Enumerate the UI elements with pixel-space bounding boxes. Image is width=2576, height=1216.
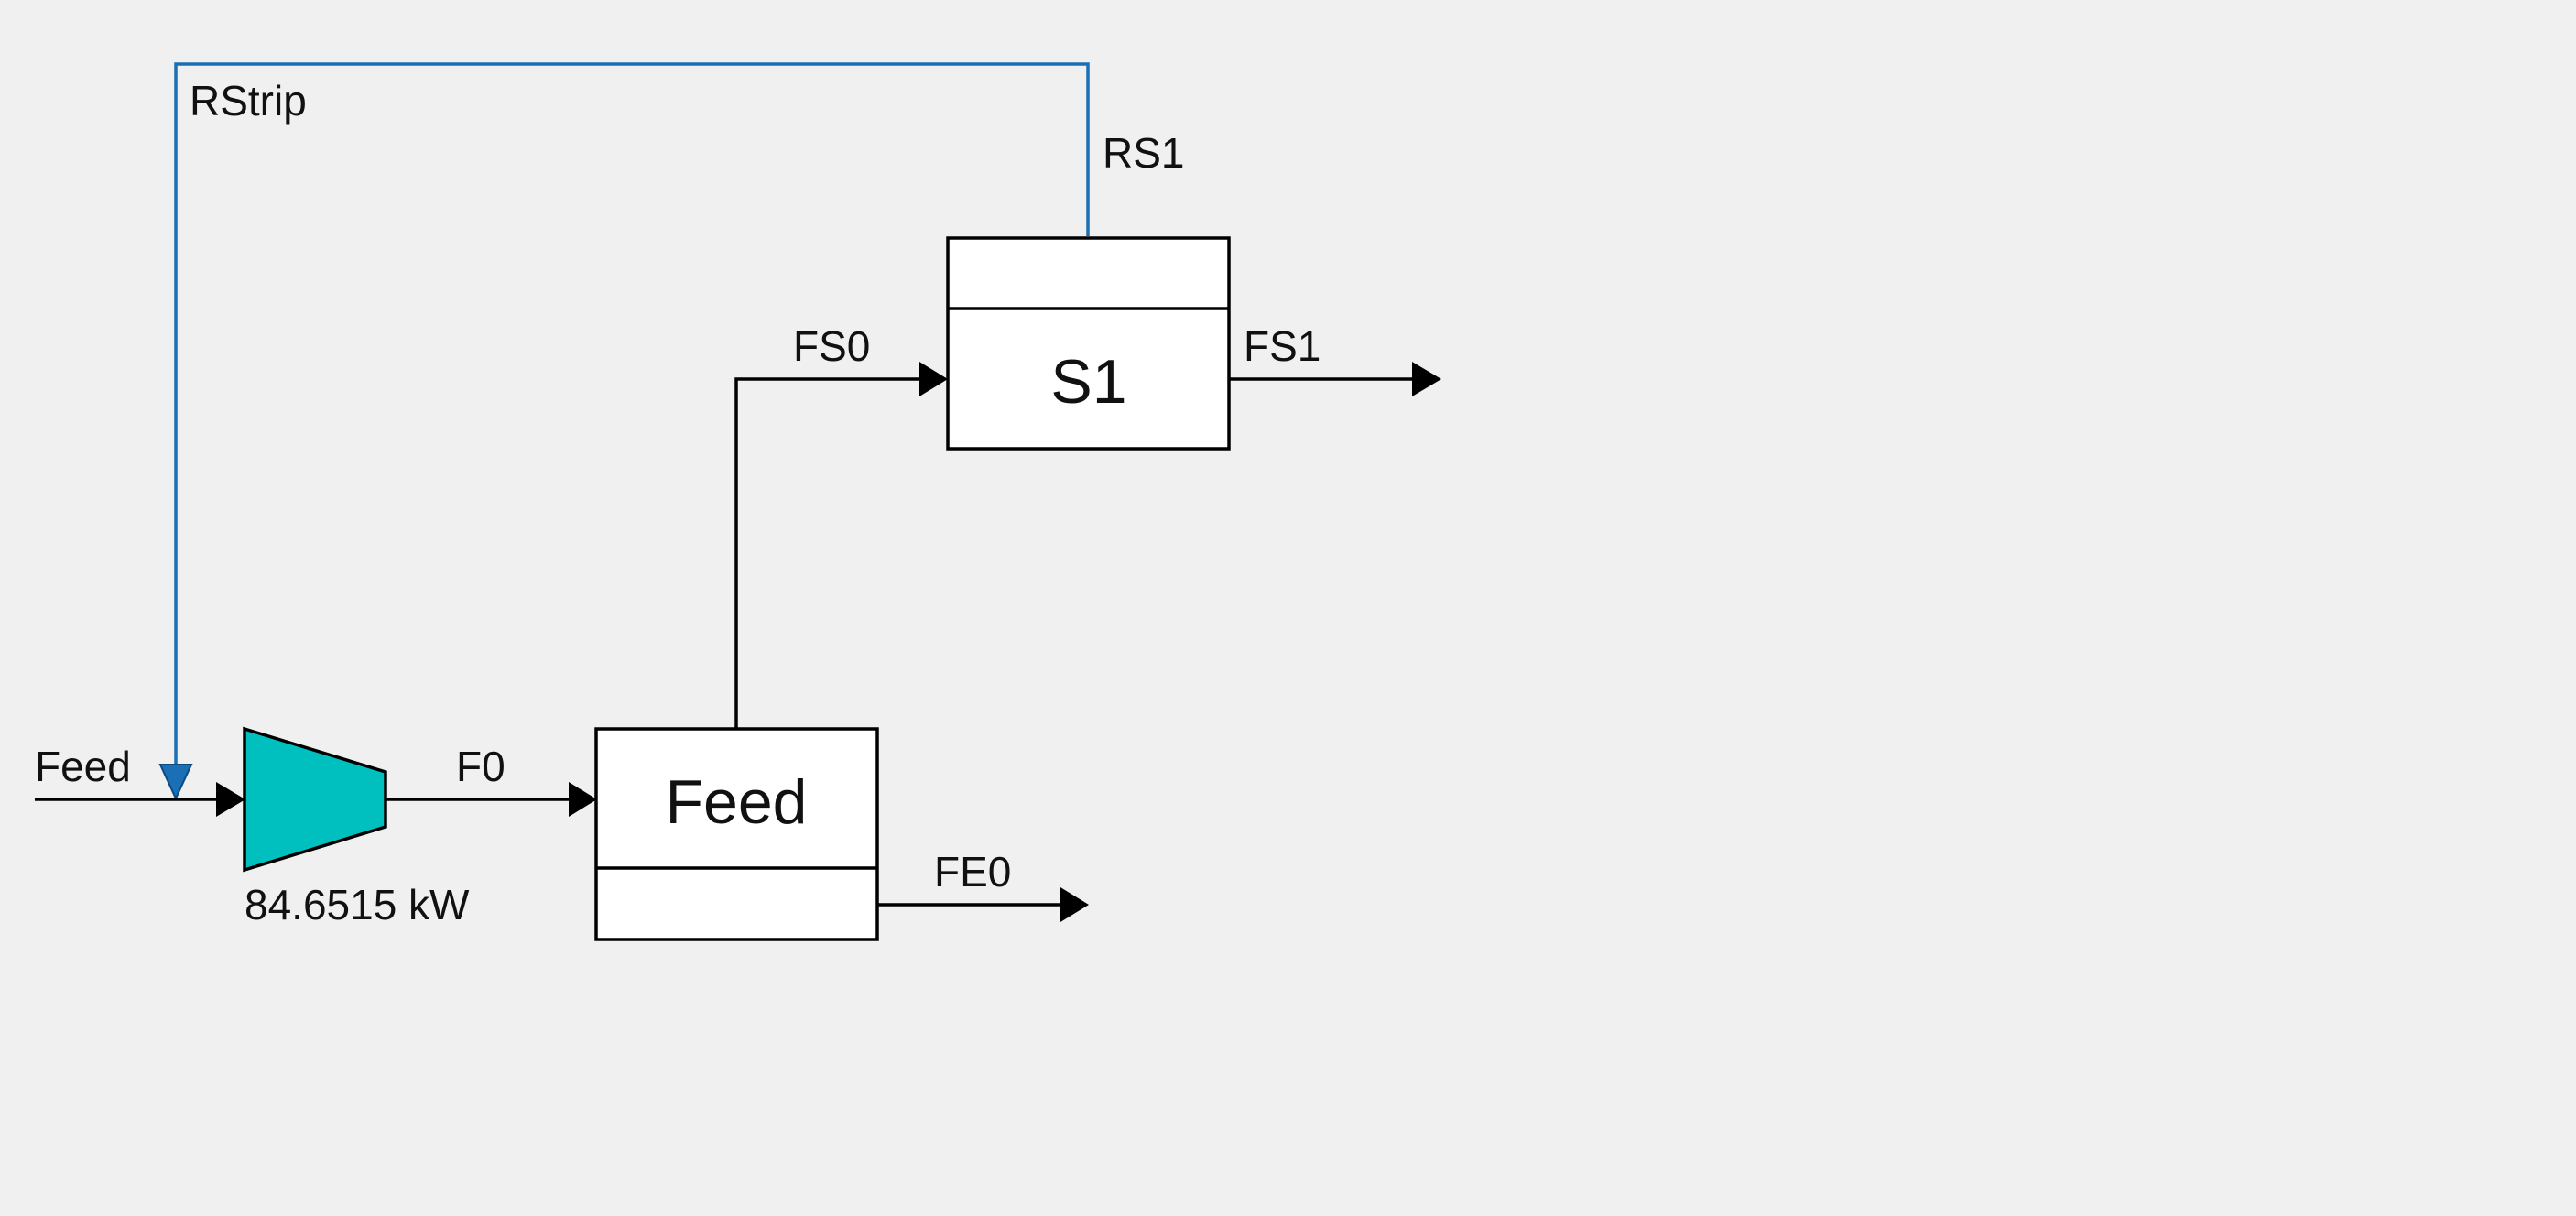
stream-label-f0: F0: [456, 743, 505, 790]
stream-fs0[interactable]: [734, 377, 921, 729]
arrow-icon: [1060, 887, 1089, 922]
compressor-icon[interactable]: [243, 726, 387, 873]
stripper-label: S1: [1050, 347, 1126, 417]
stream-label-rs1: RS1: [1103, 129, 1184, 177]
stream-label-fs1: FS1: [1244, 322, 1321, 370]
feed-separator-unit[interactable]: Feed: [594, 727, 879, 941]
recycle-marker-icon: [158, 764, 193, 801]
compressor-duty-label: 84.6515 kW: [245, 881, 470, 928]
stream-label-rstrip: RStrip: [190, 77, 307, 125]
stream-label-feed: Feed: [35, 743, 131, 790]
stream-label-fs0: FS0: [793, 322, 870, 370]
feed-separator-label: Feed: [666, 767, 808, 837]
arrow-icon: [569, 782, 597, 817]
arrow-icon: [1412, 362, 1441, 396]
stream-label-fe0: FE0: [934, 848, 1011, 896]
stripper-s1-unit[interactable]: S1: [946, 236, 1231, 451]
recycle-stream-rstrip[interactable]: [174, 62, 1090, 778]
arrow-icon: [216, 782, 245, 817]
arrow-icon: [919, 362, 948, 396]
